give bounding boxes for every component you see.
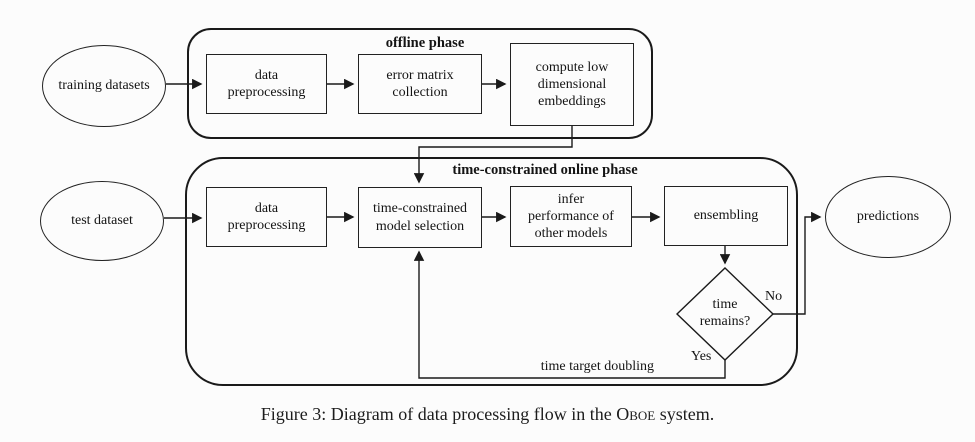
arrow-embeddings-to-modelselection: [413, 126, 573, 184]
ensembling-box: ensembling: [664, 186, 788, 246]
caption-prefix: Figure 3: Diagram of data processing flo…: [260, 404, 617, 424]
figure-caption: Figure 3: Diagram of data processing flo…: [0, 404, 975, 425]
training-datasets-ellipse: training datasets: [42, 45, 166, 127]
online-phase-title: time-constrained online phase: [452, 162, 638, 178]
yes-branch-label: Yes: [691, 349, 712, 364]
decision-diamond: [675, 267, 775, 361]
decision-label: time remains?: [699, 297, 751, 330]
time-target-doubling-label: time target doubling: [540, 359, 654, 374]
model-selection-box: time-constrained model selection: [358, 187, 482, 248]
online-phase-container: [185, 157, 798, 386]
arrow-no-to-predictions: [773, 211, 822, 315]
no-branch-label: No: [765, 289, 783, 304]
caption-system-name: Oboe: [616, 404, 656, 424]
caption-suffix: system.: [655, 404, 715, 424]
arrow-yes-loop-to-modelselection: [413, 250, 726, 379]
offline-data-preprocessing-box: data preprocessing: [206, 54, 327, 114]
predictions-ellipse: predictions: [825, 176, 951, 258]
online-data-preprocessing-box: data preprocessing: [206, 187, 327, 247]
offline-phase-container: [187, 28, 653, 139]
compute-embeddings-box: compute low dimensional embeddings: [510, 43, 634, 126]
error-matrix-collection-box: error matrix collection: [358, 54, 482, 114]
offline-phase-title: offline phase: [385, 35, 465, 51]
test-dataset-ellipse: test dataset: [40, 181, 164, 261]
infer-performance-box: infer performance of other models: [510, 186, 632, 247]
